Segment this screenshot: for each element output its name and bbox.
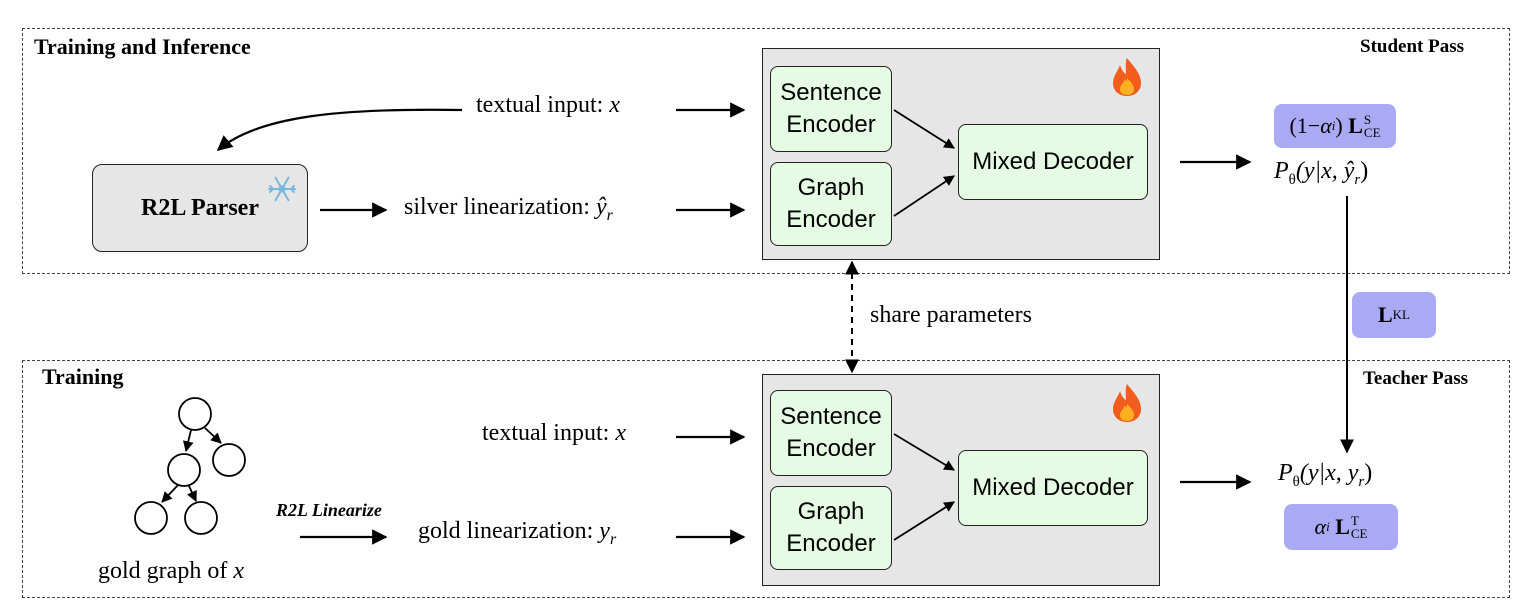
fire-icon — [1113, 384, 1141, 422]
arrow-top-ge-md — [893, 175, 955, 217]
teacher-pass-title: Teacher Pass — [1363, 368, 1469, 389]
teacher-probability: Pθ(y|x, yr) — [1278, 460, 1373, 490]
gold-graph-caption: gold graph of x — [98, 558, 244, 584]
top-textual-input-label: textual input: x — [476, 92, 620, 118]
fire-icon — [1113, 58, 1141, 96]
gold-linearization-label: gold linearization: yr — [418, 518, 617, 548]
silver-linearization-label: silver linearization: ŷr — [404, 194, 613, 224]
teacher-pass-frame — [22, 360, 1510, 598]
teacher-mixed-decoder: Mixed Decoder — [958, 450, 1148, 526]
student-probability: Pθ(y|x, ŷr) — [1274, 158, 1369, 188]
training-title: Training — [42, 364, 124, 389]
arrow-bottom-ge-md — [893, 501, 955, 541]
share-parameters-label: share parameters — [870, 302, 1032, 328]
gold-graph-icon — [134, 397, 246, 535]
r2l-linearize-label: R2L Linearize — [276, 500, 382, 520]
student-mixed-decoder: Mixed Decoder — [958, 124, 1148, 200]
training-inference-title: Training and Inference — [34, 34, 251, 59]
snowflake-icon — [268, 176, 296, 202]
student-pass-frame — [22, 28, 1510, 274]
arrow-top-se-md — [893, 109, 955, 149]
r2l-parser-box: R2L Parser — [92, 164, 308, 252]
student-pass-title: Student Pass — [1360, 36, 1464, 57]
arrow-bottom-se-md — [893, 433, 955, 471]
bottom-textual-input-label: textual input: x — [482, 420, 626, 446]
arrow-curve-to-parser — [216, 108, 463, 151]
